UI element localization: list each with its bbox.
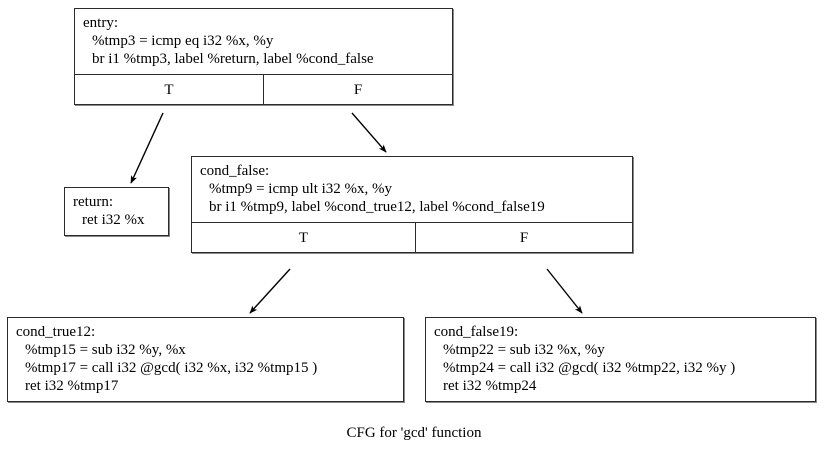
cfg-node-entry-port-true[interactable]: T xyxy=(164,81,174,98)
cfg-node-cond-true12[interactable]: cond_true12: %tmp15 = sub i32 %y, %x %tm… xyxy=(7,317,404,402)
cfg-node-entry-body: entry: %tmp3 = icmp eq i32 %x, %y br i1 … xyxy=(75,9,452,74)
cfg-node-cond-true12-body: cond_true12: %tmp15 = sub i32 %y, %x %tm… xyxy=(8,318,403,401)
edge-cond-false-T-to-cond-true12 xyxy=(249,268,291,314)
cfg-node-entry-label: entry: xyxy=(83,15,118,31)
cfg-node-cond-false-label: cond_false: xyxy=(200,163,270,179)
cfg-node-cond-true12-label: cond_true12: xyxy=(16,324,96,340)
cfg-node-cond-false19-instruction: %tmp24 = call i32 @gcd( i32 %tmp22, i32 … xyxy=(443,360,736,376)
cfg-node-cond-false-body: cond_false: %tmp9 = icmp ult i32 %x, %y … xyxy=(192,157,632,222)
cfg-node-cond-false19-body: cond_false19: %tmp22 = sub i32 %x, %y %t… xyxy=(426,318,815,401)
edge-cond-false-F-to-cond-false19 xyxy=(546,268,583,314)
cfg-node-cond-false-ports: T F xyxy=(192,222,632,252)
cfg-node-cond-false-port-true[interactable]: T xyxy=(298,229,309,246)
cfg-node-cond-false[interactable]: cond_false: %tmp9 = icmp ult i32 %x, %y … xyxy=(191,156,633,253)
cfg-node-cond-false-instruction: br i1 %tmp9, label %cond_true12, label %… xyxy=(209,199,545,215)
cfg-node-entry-port-false[interactable]: F xyxy=(263,75,452,104)
edge-entry-T-to-return xyxy=(130,112,164,184)
cfg-node-cond-false19[interactable]: cond_false19: %tmp22 = sub i32 %x, %y %t… xyxy=(425,317,816,402)
cfg-node-cond-false-port-false[interactable]: F xyxy=(415,223,632,252)
cfg-node-return-instruction: ret i32 %x xyxy=(82,212,145,228)
cfg-node-return-body: return: ret i32 %x xyxy=(65,188,168,235)
cfg-node-cond-true12-instruction: ret i32 %tmp17 xyxy=(25,378,119,394)
cfg-node-cond-false19-instruction: ret i32 %tmp24 xyxy=(443,378,537,394)
cfg-node-entry[interactable]: entry: %tmp3 = icmp eq i32 %x, %y br i1 … xyxy=(74,8,453,105)
edge-entry-F-to-cond-false xyxy=(351,112,387,153)
cfg-node-entry-instruction: %tmp3 = icmp eq i32 %x, %y xyxy=(92,33,274,49)
cfg-node-return-label: return: xyxy=(73,194,113,210)
cfg-node-cond-true12-instruction: %tmp17 = call i32 @gcd( i32 %x, i32 %tmp… xyxy=(25,360,318,376)
cfg-node-return[interactable]: return: ret i32 %x xyxy=(64,187,169,236)
graph-caption: CFG for 'gcd' function xyxy=(346,425,482,441)
cfg-node-cond-true12-instruction: %tmp15 = sub i32 %y, %x xyxy=(25,342,186,358)
cfg-node-cond-false-instruction: %tmp9 = icmp ult i32 %x, %y xyxy=(209,181,393,197)
cfg-node-cond-false19-instruction: %tmp22 = sub i32 %x, %y xyxy=(443,342,605,358)
cfg-node-entry-ports: T F xyxy=(75,74,452,104)
cfg-node-entry-instruction: br i1 %tmp3, label %return, label %cond_… xyxy=(92,51,374,67)
cfg-node-cond-false19-label: cond_false19: xyxy=(434,324,519,340)
